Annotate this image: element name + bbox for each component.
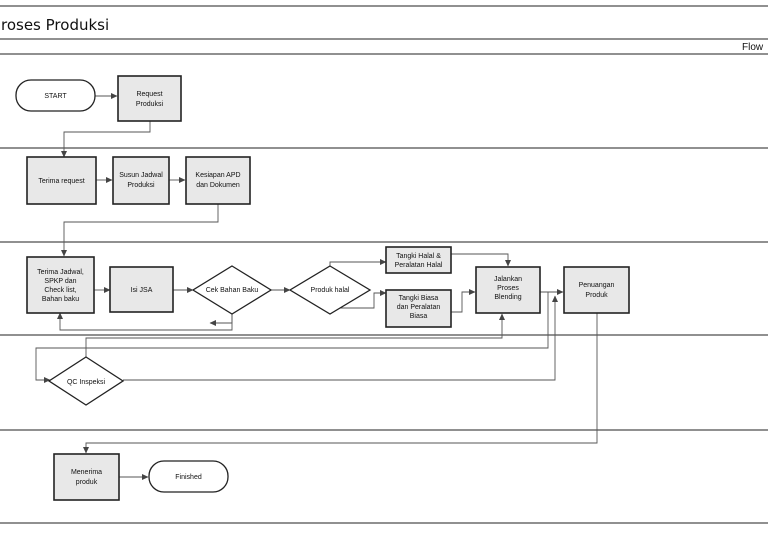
connector — [209, 314, 233, 326]
terima-request-box[interactable]: Terima request — [26, 156, 97, 205]
start-label: START — [44, 93, 67, 100]
connector — [61, 204, 219, 257]
qc-inspeksi-decision[interactable]: QC Inspeksi — [47, 356, 125, 406]
request-produksi-label-1: Request — [136, 91, 162, 98]
tangki-biasa-label-2: dan Peralatan — [397, 304, 441, 311]
request-produksi-label-2: Produksi — [136, 101, 164, 108]
terima-jadwal-label-4: Bahan baku — [42, 296, 79, 303]
produk-halal-label: Produk halal — [311, 287, 350, 294]
kesiapan-apd-box[interactable]: Kesiapan APD dan Dokumen — [185, 156, 251, 205]
isi-jsa-box[interactable]: Isi JSA — [109, 266, 174, 313]
terima-jadwal-label-3: Check list, — [44, 287, 76, 294]
jalankan-proses-box[interactable]: Jalankan Proses Blending — [475, 266, 541, 314]
cek-bahan-baku-decision[interactable]: Cek Bahan Baku — [191, 265, 273, 315]
terima-jadwal-box[interactable]: Terima Jadwal, SPKP dan Check list, Baha… — [26, 256, 95, 314]
finished-label: Finished — [175, 474, 202, 481]
terima-jadwal-label-2: SPKP dan — [44, 278, 76, 285]
connector — [451, 253, 511, 267]
tangki-biasa-label-1: Tangki Biasa — [399, 295, 439, 302]
connector — [57, 312, 233, 331]
tangki-halal-label-1: Tangki Halal & — [396, 253, 441, 260]
connector — [451, 289, 476, 313]
produk-halal-decision[interactable]: Produk halal — [288, 265, 372, 315]
diagram-title: roses Produksi — [1, 16, 109, 34]
tangki-halal-box[interactable]: Tangki Halal & Peralatan Halal — [385, 246, 452, 274]
terima-jadwal-label-1: Terima Jadwal, — [37, 269, 84, 276]
start-terminal[interactable]: START — [15, 79, 96, 112]
swimlane-dividers — [0, 147, 768, 524]
connector — [61, 121, 151, 158]
penuangan-produk-box[interactable]: Penuangan Produk — [563, 266, 630, 314]
isi-jsa-label: Isi JSA — [131, 287, 153, 294]
jalankan-proses-label-2: Proses — [497, 285, 519, 292]
tangki-biasa-box[interactable]: Tangki Biasa dan Peralatan Biasa — [385, 289, 452, 328]
menerima-produk-box[interactable]: Menerima produk — [53, 453, 120, 501]
cek-bahan-baku-label: Cek Bahan Baku — [206, 287, 259, 294]
header: roses Produksi Flow — [0, 5, 768, 55]
connector — [83, 313, 598, 454]
susun-jadwal-box[interactable]: Susun Jadwal Produksi — [112, 156, 170, 205]
menerima-produk-label-1: Menerima — [71, 469, 102, 476]
connector — [85, 313, 505, 358]
connector — [329, 259, 387, 266]
penuangan-produk-label-1: Penuangan — [579, 282, 615, 289]
connector — [123, 295, 558, 381]
tangki-halal-label-2: Peralatan Halal — [395, 262, 443, 269]
jalankan-proses-label-1: Jalankan — [494, 276, 522, 283]
terima-request-label: Terima request — [38, 178, 84, 185]
connectors — [35, 93, 598, 480]
susun-jadwal-label-2: Produksi — [127, 182, 155, 189]
finished-terminal[interactable]: Finished — [148, 460, 229, 493]
tangki-biasa-label-3: Biasa — [410, 313, 428, 320]
kesiapan-apd-label-2: dan Dokumen — [196, 182, 240, 189]
susun-jadwal-label-1: Susun Jadwal — [119, 172, 163, 179]
request-produksi-box[interactable]: Request Produksi — [117, 75, 182, 122]
jalankan-proses-label-3: Blending — [494, 294, 521, 301]
penuangan-produk-label-2: Produk — [585, 292, 608, 299]
qc-inspeksi-label: QC Inspeksi — [67, 379, 106, 386]
menerima-produk-label-2: produk — [76, 479, 98, 486]
flow-label: Flow — [742, 42, 764, 53]
connector — [35, 292, 549, 383]
kesiapan-apd-label-1: Kesiapan APD — [195, 172, 240, 179]
